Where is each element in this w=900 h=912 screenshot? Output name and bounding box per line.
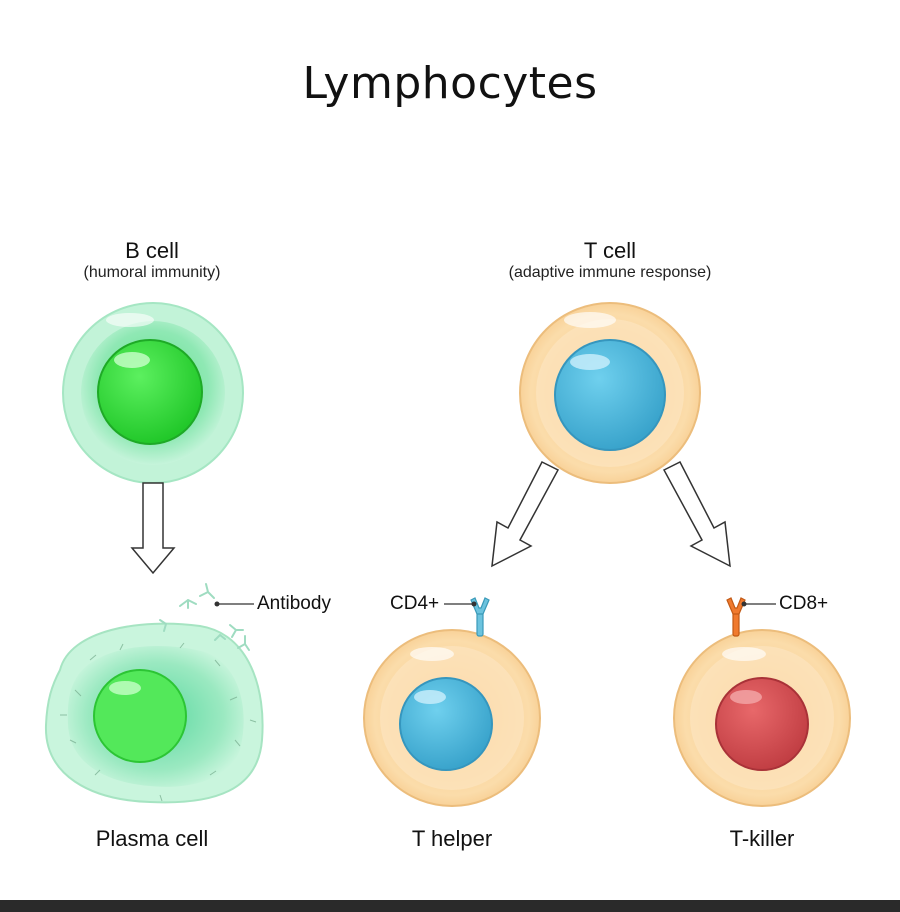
t-cell-name: T cell	[583, 238, 637, 263]
cd8-label: CD8+	[779, 593, 829, 614]
cd8-receptor-icon	[726, 597, 746, 637]
antibody-label: Antibody	[257, 593, 331, 614]
page-title: Lymphocytes	[302, 58, 598, 109]
t-killer-caption: T-killer	[729, 826, 795, 851]
b-cell-role: (humoral immunity)	[83, 264, 221, 281]
b-to-plasma-arrow	[130, 482, 176, 575]
t-helper-caption: T helper	[411, 826, 493, 851]
t-cell	[519, 302, 701, 484]
cd4-label: CD4+	[390, 593, 440, 614]
t-to-killer-arrow	[662, 460, 731, 568]
plasma-cell	[44, 622, 264, 804]
t-cell-role: (adaptive immune response)	[508, 264, 712, 281]
antibody-icons	[159, 583, 250, 651]
footer-bar	[0, 900, 900, 912]
b-cell-name: B cell	[125, 238, 179, 263]
t-to-helper-arrow	[491, 460, 560, 568]
b-cell	[62, 302, 244, 484]
b-cell-label: B cell (humoral immunity)	[52, 238, 252, 282]
plasma-cell-caption: Plasma cell	[95, 826, 209, 851]
t-cell-label: T cell (adaptive immune response)	[460, 238, 760, 282]
t-helper-cell	[363, 629, 541, 807]
t-killer-cell	[673, 629, 851, 807]
